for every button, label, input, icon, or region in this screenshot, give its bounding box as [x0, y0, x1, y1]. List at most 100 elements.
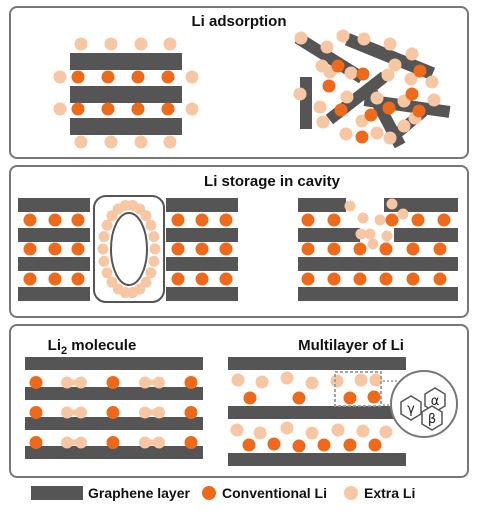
label-gamma: γ	[407, 402, 415, 417]
conventional-li	[171, 272, 185, 286]
conventional-li	[367, 390, 381, 404]
conventional-li	[364, 108, 378, 122]
graphene-layer	[298, 198, 346, 212]
extra-li	[61, 376, 73, 389]
conventional-li	[355, 130, 369, 144]
graphene-layer	[228, 357, 406, 370]
graphene-layer	[25, 357, 203, 370]
graphene-layer	[298, 228, 360, 242]
conventional-li	[219, 242, 233, 256]
extra-li	[379, 425, 393, 439]
conventional-li	[242, 438, 256, 452]
extra-li	[153, 376, 165, 389]
conventional-li	[437, 213, 451, 227]
legend-conventional-label: Conventional Li	[222, 485, 327, 501]
conventional-li	[48, 272, 62, 286]
conventional-li	[343, 391, 357, 405]
li2-molecule	[61, 406, 87, 419]
graphene-layer	[70, 86, 182, 103]
title-li-adsorption: Li adsorption	[192, 13, 287, 30]
conventional-li	[267, 437, 281, 451]
extra-li	[316, 115, 330, 129]
conventional-li	[171, 242, 185, 256]
extra-li	[330, 374, 344, 388]
extra-li	[305, 426, 319, 440]
li2-bond	[66, 439, 82, 446]
legend-graphene-swatch	[31, 486, 83, 500]
legend-graphene-label: Graphene layer	[88, 485, 190, 501]
conventional-li	[327, 242, 341, 256]
conventional-li	[29, 406, 43, 419]
extra-li	[427, 93, 441, 107]
extra-li	[336, 29, 350, 43]
conventional-li	[327, 213, 341, 227]
extra-li	[153, 436, 165, 449]
graphene-layer	[70, 53, 182, 70]
extra-li	[98, 255, 110, 267]
extra-li	[74, 37, 88, 51]
extra-li	[253, 426, 267, 440]
extra-li	[357, 212, 369, 224]
extra-li	[61, 406, 73, 419]
hex-gamma	[400, 395, 422, 421]
graphene-layer	[298, 257, 458, 271]
extra-li	[280, 421, 294, 435]
li2-bond	[66, 379, 82, 386]
conventional-li	[48, 213, 62, 227]
li2-molecule	[139, 406, 165, 419]
title-li2-molecule: Li2 molecule	[48, 337, 137, 357]
conventional-li	[71, 242, 85, 256]
conventional-li	[322, 79, 336, 93]
conventional-li	[301, 242, 315, 256]
conventional-li	[131, 70, 145, 84]
conventional-li	[219, 213, 233, 227]
conventional-li	[106, 436, 120, 449]
conventional-li	[106, 406, 120, 419]
extra-li	[185, 102, 199, 116]
li2-multilayer-scene	[25, 357, 406, 466]
hex-beta	[421, 405, 443, 431]
graphene-layer	[25, 417, 203, 430]
extra-li	[339, 127, 353, 141]
extra-li	[331, 423, 345, 437]
extra-li	[364, 228, 376, 240]
zoom-box	[334, 371, 382, 407]
extra-li	[104, 37, 118, 51]
conventional-li	[301, 213, 315, 227]
label-beta: β	[428, 412, 436, 427]
extra-li	[374, 214, 386, 226]
conventional-li	[106, 376, 120, 389]
extra-li	[367, 238, 379, 250]
conventional-li	[195, 213, 209, 227]
extra-li	[53, 102, 67, 116]
extra-li	[75, 406, 87, 419]
extra-li	[53, 70, 67, 84]
extra-li	[397, 119, 411, 133]
extra-li	[148, 255, 160, 267]
conventional-li	[71, 70, 85, 84]
extra-li	[98, 231, 110, 243]
conventional-li	[71, 102, 85, 116]
extra-li	[386, 198, 398, 210]
extra-li	[369, 373, 383, 387]
conventional-li	[292, 391, 306, 405]
extra-li	[425, 75, 439, 89]
extra-li	[320, 40, 334, 54]
graphene-layer	[166, 228, 238, 242]
graphene-layer	[18, 257, 90, 271]
conventional-li	[195, 242, 209, 256]
conventional-li	[368, 438, 382, 452]
extra-li	[381, 68, 395, 82]
extra-li	[293, 87, 307, 101]
graphene-layer	[18, 198, 90, 212]
extra-li	[370, 126, 384, 140]
extra-li	[139, 406, 151, 419]
li2-molecule	[61, 376, 87, 389]
graphene-layer	[18, 287, 90, 301]
extra-li	[75, 436, 87, 449]
extra-li	[163, 37, 177, 51]
li2-molecule	[61, 436, 87, 449]
conventional-li	[23, 272, 37, 286]
conventional-li	[184, 376, 198, 389]
graphene-layer	[394, 228, 458, 242]
